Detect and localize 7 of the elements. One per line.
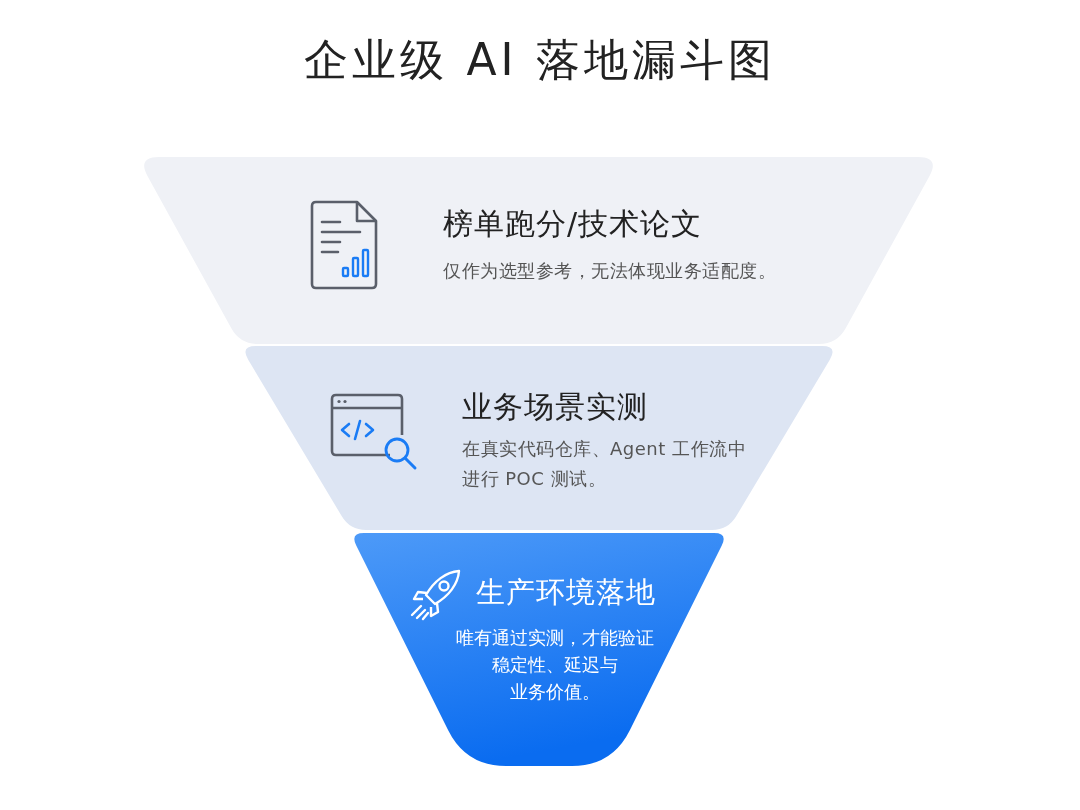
tier-description: 唯有通过实测，才能验证稳定性、延迟与业务价值。 <box>455 626 655 704</box>
diagram-title: 企业级 AI 落地漏斗图 <box>304 33 776 87</box>
tier-heading: 榜单跑分/技术论文 <box>443 205 703 243</box>
tier-description: 在真实代码仓库、Agent 工作流中进行 POC 测试。 <box>462 437 747 491</box>
tier-heading: 业务场景实测 <box>462 388 648 426</box>
tier-heading: 生产环境落地 <box>476 574 656 611</box>
tier-description: 仅作为选型参考，无法体现业务适配度。 <box>443 259 776 283</box>
